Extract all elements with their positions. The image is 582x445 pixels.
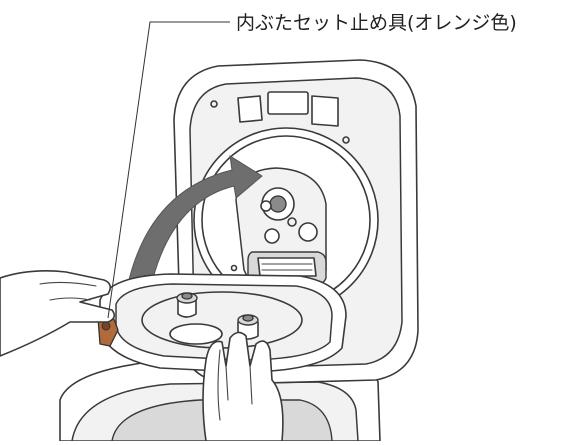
right-hand [202, 331, 284, 442]
inner-lid [97, 273, 347, 373]
left-hand [0, 270, 116, 357]
callout-label: 内ぶたセット止め具(オレンジ色) [236, 12, 517, 34]
callout-leader [107, 21, 230, 319]
